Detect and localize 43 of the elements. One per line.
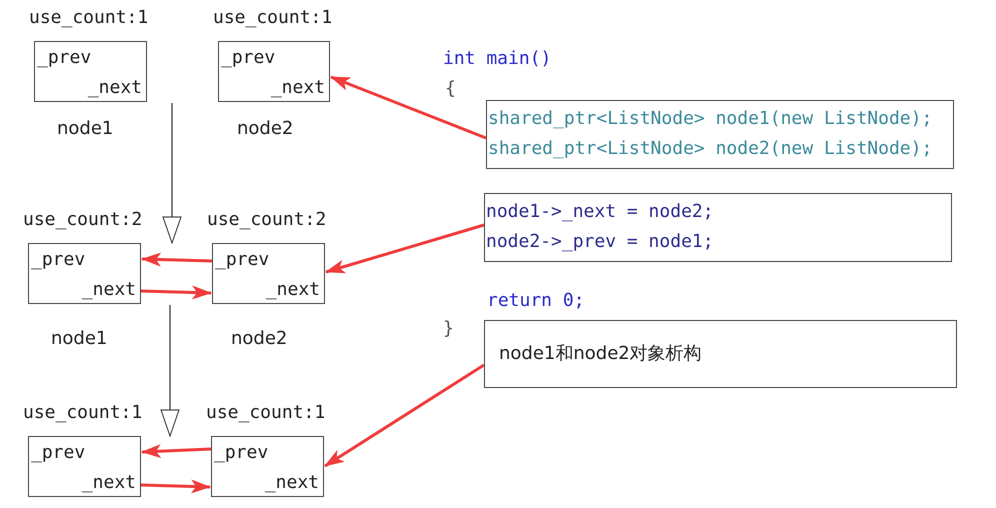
field-label: _next [270, 77, 325, 99]
code-line: { [445, 78, 456, 100]
code-box [484, 193, 952, 262]
code-box [486, 100, 954, 169]
count-label: use_count:1 [213, 7, 332, 29]
node-caption: node2 [231, 328, 288, 350]
arrow [325, 224, 484, 274]
node-caption: node1 [57, 118, 114, 140]
arrow [160, 305, 180, 436]
field-label: _prev [221, 47, 276, 69]
field-label: _prev [37, 47, 92, 69]
note-box [484, 320, 957, 388]
field-label: _next [264, 472, 319, 494]
count-label: use_count:1 [29, 7, 148, 29]
arrow [324, 364, 485, 468]
arrow [140, 285, 212, 300]
count-label: use_count:2 [23, 209, 142, 231]
field-label: _prev [214, 442, 268, 464]
code-line: shared_ptr<ListNode> node1(new ListNode); [488, 108, 932, 130]
count-label: use_count:1 [206, 402, 326, 424]
count-label: use_count:1 [23, 402, 142, 424]
field-label: _next [88, 77, 142, 99]
code-line: int main() [443, 48, 552, 70]
node-caption: node2 [237, 118, 294, 140]
code-line: node2->_prev = node1; [486, 231, 714, 253]
field-label: _next [266, 279, 320, 301]
field-label: _prev [31, 249, 86, 271]
field-label: _prev [31, 442, 86, 464]
count-label: use_count:2 [207, 209, 326, 231]
code-line: return 0; [487, 290, 585, 312]
note-text: node1和node2对象析构 [499, 343, 702, 365]
node-caption: node1 [51, 328, 108, 350]
field-label: _next [82, 472, 136, 494]
code-line: node1->_next = node2; [486, 201, 714, 223]
code-line: shared_ptr<ListNode> node2(new ListNode); [488, 138, 932, 160]
arrow [162, 103, 182, 244]
arrow [330, 76, 487, 140]
field-label: _next [82, 279, 136, 301]
arrow [141, 252, 212, 267]
field-label: _prev [215, 249, 270, 271]
code-line: } [443, 318, 454, 340]
arrow [140, 479, 211, 494]
arrow [141, 444, 212, 458]
